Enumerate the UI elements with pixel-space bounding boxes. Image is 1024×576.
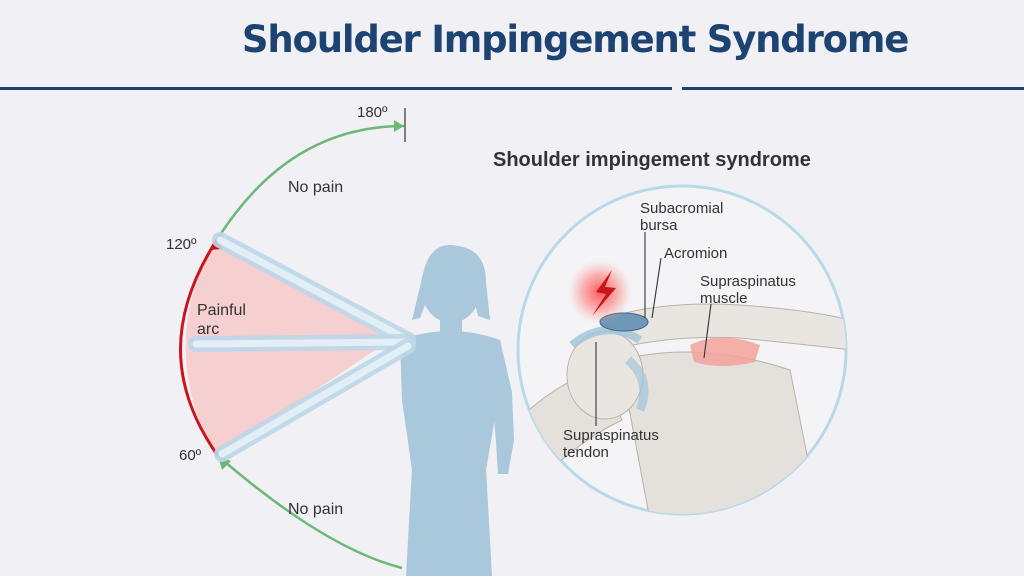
arm-positions	[188, 232, 416, 462]
label-subacromial-bursa: Subacromial bursa	[640, 200, 728, 234]
label-supraspinatus-muscle: Supraspinatus muscle	[700, 273, 800, 307]
no-pain-label-lower: No pain	[288, 501, 343, 518]
label-supraspinatus-muscle-line2: muscle	[700, 290, 748, 307]
label-supraspinatus-tendon: Supraspinatus tendon	[563, 427, 663, 461]
angle-label-120: 120º	[166, 236, 197, 253]
inset-title: Shoulder impingement syndrome	[493, 149, 811, 171]
painful-arc-label-line1: Painful	[197, 302, 246, 319]
label-supraspinatus-tendon-line2: tendon	[563, 444, 609, 461]
no-pain-arc-upper	[216, 124, 405, 239]
painful-arc	[179, 237, 220, 457]
arrow-180-icon	[394, 120, 404, 132]
label-acromion: Acromion	[664, 245, 727, 262]
title-underline-right	[682, 87, 1024, 90]
painful-arc-label-line2: arc	[197, 321, 219, 338]
no-pain-label-upper: No pain	[288, 179, 343, 196]
human-figure-icon	[400, 245, 514, 576]
lightning-bolt-icon	[592, 270, 616, 316]
painful-arc-label: Painful arc	[197, 302, 250, 338]
no-pain-arc-lower	[217, 455, 403, 570]
angle-label-60: 60º	[179, 447, 202, 464]
label-subacromial-line1: Subacromial	[640, 200, 723, 217]
label-supraspinatus-tendon-line1: Supraspinatus	[563, 427, 659, 444]
label-subacromial-line2: bursa	[640, 217, 678, 234]
angle-label-180: 180º	[357, 104, 388, 121]
label-supraspinatus-muscle-line1: Supraspinatus	[700, 273, 796, 290]
title-underline-left	[0, 87, 672, 90]
leader-lines	[595, 232, 712, 426]
page-title: Shoulder Impingement Syndrome	[241, 18, 909, 61]
